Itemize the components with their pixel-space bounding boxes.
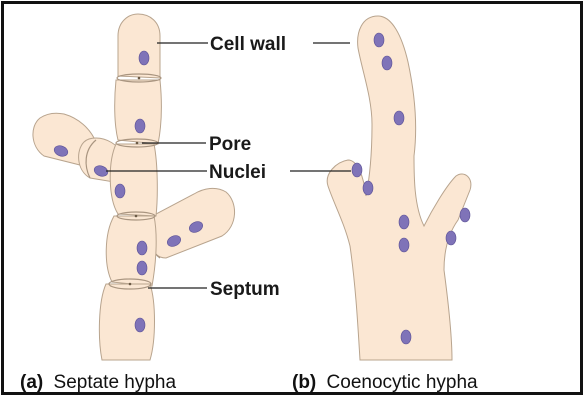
caption-b: (b) Coenocytic hypha [292, 372, 478, 393]
pore-4 [129, 283, 132, 286]
nucleus [135, 318, 145, 332]
nucleus [382, 56, 392, 70]
figure-border [3, 3, 582, 394]
nucleus [399, 238, 409, 252]
nucleus [363, 181, 373, 195]
pore-1 [138, 77, 141, 80]
nucleus [137, 241, 147, 255]
nucleus [401, 330, 411, 344]
nucleus [399, 215, 409, 229]
caption-a: (a) Septate hypha [20, 372, 176, 393]
caption-a-tag: (a) [20, 372, 43, 393]
label-pore: Pore [209, 134, 251, 155]
nucleus [352, 163, 362, 177]
caption-b-tag: (b) [292, 372, 316, 393]
nucleus [135, 119, 145, 133]
label-septum: Septum [210, 279, 280, 300]
label-cell-wall: Cell wall [210, 34, 286, 55]
cell-2 [115, 80, 162, 144]
cell-3 [110, 144, 157, 216]
cell-4 [106, 216, 156, 286]
nucleus [446, 231, 456, 245]
pore-3 [135, 215, 138, 218]
label-nuclei: Nuclei [209, 162, 266, 183]
nucleus [137, 261, 147, 275]
pore-2 [136, 142, 139, 145]
cell-bottom [99, 284, 154, 360]
nucleus [374, 33, 384, 47]
caption-b-text: Coenocytic hypha [327, 372, 478, 393]
nucleus [460, 208, 470, 222]
caption-a-text: Septate hypha [54, 372, 177, 393]
cell-top [118, 14, 160, 78]
nucleus [115, 184, 125, 198]
nucleus [394, 111, 404, 125]
nucleus [139, 51, 149, 65]
